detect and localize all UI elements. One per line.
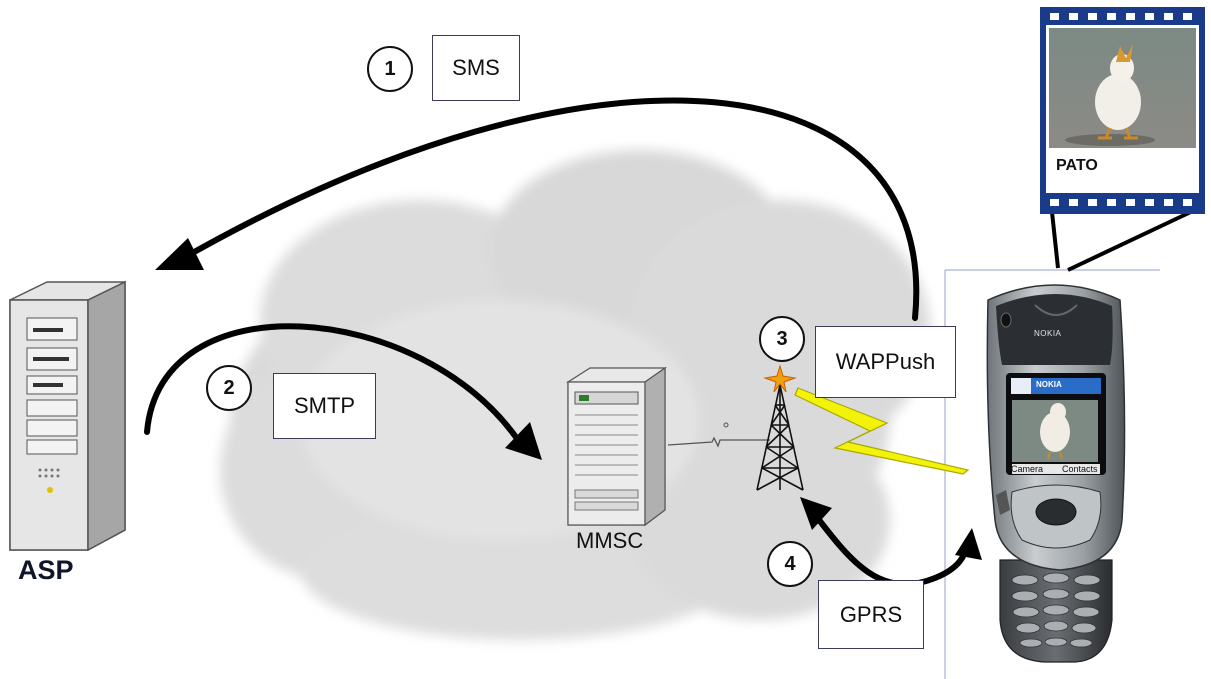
- arrow-smtp: [144, 323, 521, 443]
- arrow-gprs-head-phone: [955, 528, 982, 560]
- phone-screen-brand: NOKIA: [1036, 380, 1062, 389]
- arrow-sms: [177, 97, 920, 321]
- mmsc-server-icon: [565, 366, 667, 527]
- step-4-badge: 4: [767, 541, 813, 587]
- mms-caption: PATO: [1056, 157, 1098, 174]
- antenna-tower-icon: [756, 380, 804, 491]
- mms-film-frame: [1040, 7, 1205, 214]
- step-1-badge: 1: [367, 46, 413, 92]
- step-3-badge: 3: [759, 316, 805, 362]
- arrow-gprs-head-tower: [800, 497, 832, 530]
- step-1-label-sms: SMS: [432, 35, 520, 101]
- softkey-left: Camera: [1011, 464, 1044, 474]
- step-4-label-gprs: GPRS: [818, 580, 924, 649]
- callout-line-left: [1050, 211, 1060, 269]
- callout-line-right: [1067, 208, 1196, 272]
- step-3-label-wappush: WAPPush: [815, 326, 956, 398]
- mmsc-tower-link: [667, 436, 770, 448]
- arrow-smtp-head: [505, 422, 542, 460]
- phone-brand: NOKIA: [1034, 329, 1062, 338]
- softkey-right: Contacts: [1062, 464, 1098, 474]
- mmsc-label: MMSC: [576, 528, 644, 553]
- arrow-sms-head: [155, 238, 204, 270]
- wireless-signal-icon: [794, 387, 970, 475]
- signal-burst-icon: [763, 364, 797, 393]
- step-2-label-smtp: SMTP: [273, 373, 376, 439]
- link-dot: [723, 422, 729, 428]
- asp-server-icon: [9, 280, 126, 552]
- asp-label: ASP: [18, 555, 74, 585]
- step-2-badge: 2: [206, 365, 252, 411]
- mobile-phone-icon: [986, 284, 1126, 663]
